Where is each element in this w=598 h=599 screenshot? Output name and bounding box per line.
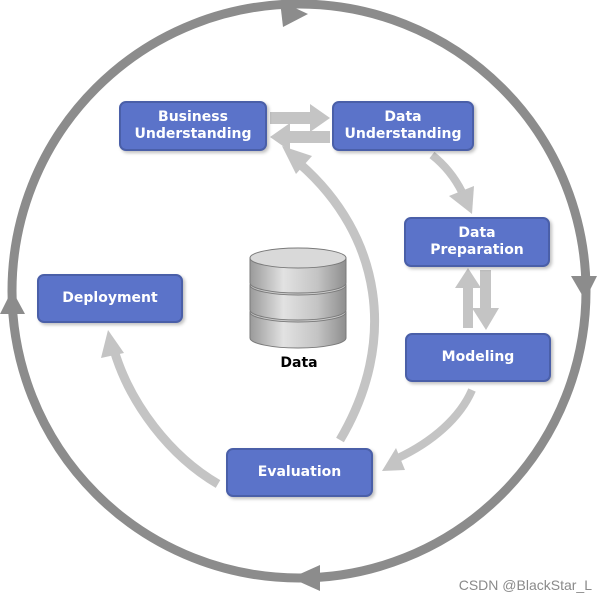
phase-data-preparation: Data Preparation bbox=[404, 217, 550, 267]
outer-cycle-arrow-bottom bbox=[291, 565, 320, 591]
arrow-evaluation-to-business-head bbox=[282, 146, 312, 174]
data-label: Data bbox=[280, 355, 318, 371]
arrow-understanding-to-preparation bbox=[429, 151, 466, 194]
outer-cycle-arrow-left bbox=[0, 290, 25, 314]
preparation-modeling-arrows bbox=[455, 268, 499, 330]
arrow-evaluation-to-deployment bbox=[109, 348, 221, 488]
arrow-modeling-to-evaluation bbox=[396, 388, 476, 462]
phase-evaluation: Evaluation bbox=[226, 448, 373, 497]
phase-deployment: Deployment bbox=[37, 274, 183, 323]
watermark: CSDN @BlackStar_L bbox=[458, 577, 592, 593]
outer-cycle-arrow-top bbox=[280, 1, 308, 27]
phase-business-understanding: Business Understanding bbox=[119, 101, 267, 151]
arrow-evaluation-to-deployment-head bbox=[101, 330, 124, 358]
business-data-understanding-arrows bbox=[270, 104, 330, 151]
outer-cycle-arrow-right bbox=[571, 276, 597, 300]
database-icon bbox=[249, 247, 347, 349]
arrow-evaluation-to-business bbox=[297, 160, 380, 443]
arrow-understanding-to-preparation-head bbox=[449, 186, 474, 214]
phase-data-understanding: Data Understanding bbox=[332, 101, 474, 151]
phase-modeling: Modeling bbox=[405, 333, 551, 382]
arrow-modeling-to-evaluation-head bbox=[382, 448, 405, 471]
